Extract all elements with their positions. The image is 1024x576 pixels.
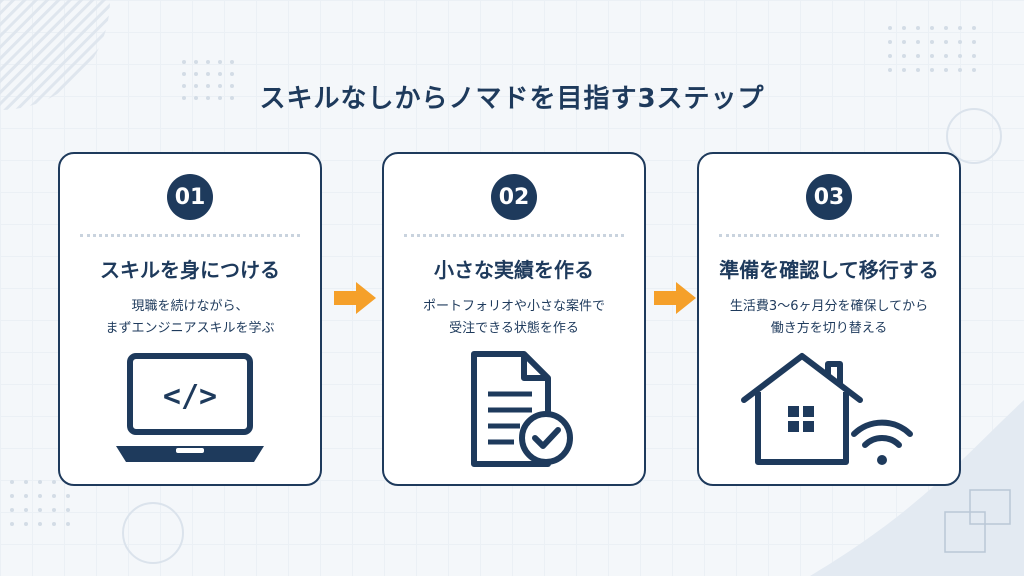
step-card-3: 03 準備を確認して移行する 生活費3〜6ヶ月分を確保してから 働き方を切り替え…	[697, 152, 961, 486]
step-card-1: 01 スキルを身につける 現職を続けながら、 まずエンジニアスキルを学ぶ </>	[58, 152, 322, 486]
step-description-line: 現職を続けながら、	[131, 299, 249, 314]
house-wifi-icon	[699, 350, 959, 474]
document-check-icon	[384, 350, 644, 474]
dotted-divider	[719, 234, 939, 237]
circle-outline-decoration	[946, 108, 1002, 164]
step-card-2: 02 小さな実績を作る ポートフォリオや小さな案件で 受注できる状態を作る	[382, 152, 646, 486]
step-title: 準備を確認して移行する	[719, 258, 939, 282]
step-number-badge: 01	[167, 174, 213, 220]
step-number-badge: 03	[806, 174, 852, 220]
step-description-line: ポートフォリオや小さな案件で	[422, 299, 605, 314]
corner-stripes-decoration	[0, 0, 110, 110]
dot-grid-decoration	[10, 480, 70, 526]
step-number-badge: 02	[491, 174, 537, 220]
page-title: スキルなしからノマドを目指す3ステップ	[259, 84, 765, 114]
dotted-divider	[404, 234, 624, 237]
step-description: ポートフォリオや小さな案件で 受注できる状態を作る	[394, 296, 634, 340]
laptop-code-icon: </>	[60, 350, 320, 474]
step-title: スキルを身につける	[100, 258, 280, 282]
step-description-line: 受注できる状態を作る	[449, 321, 579, 336]
dot-grid-decoration	[182, 60, 234, 100]
arrow-right-icon	[654, 282, 696, 314]
step-description: 現職を続けながら、 まずエンジニアスキルを学ぶ	[70, 296, 310, 340]
step-title: 小さな実績を作る	[434, 258, 594, 282]
dot-grid-decoration	[888, 26, 976, 72]
circle-outline-decoration	[122, 502, 184, 564]
corner-wave-decoration	[810, 400, 1024, 576]
dotted-divider	[80, 234, 300, 237]
step-description-line: まずエンジニアスキルを学ぶ	[105, 321, 275, 336]
step-description-line: 生活費3〜6ヶ月分を確保してから	[729, 299, 929, 314]
code-icon-text: </>	[163, 379, 217, 414]
step-description-line: 働き方を切り替える	[770, 321, 888, 336]
arrow-right-icon	[334, 282, 376, 314]
step-description: 生活費3〜6ヶ月分を確保してから 働き方を切り替える	[709, 296, 949, 340]
